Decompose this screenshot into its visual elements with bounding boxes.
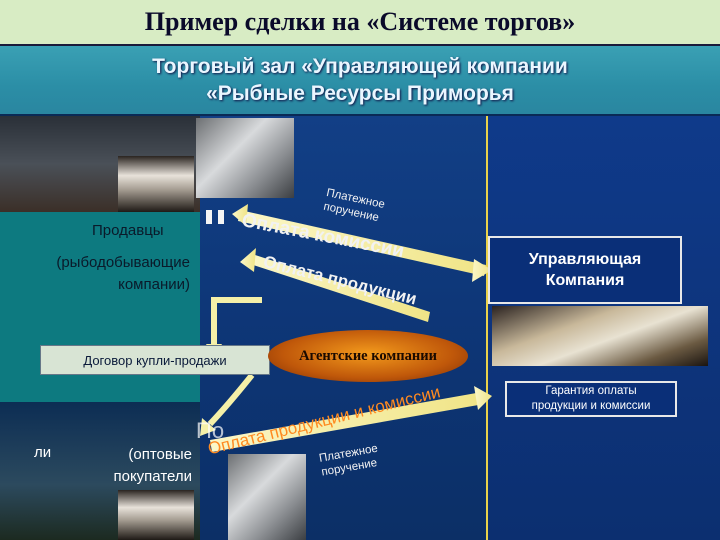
contract-buyer-arrow xyxy=(200,373,255,436)
trading-hall-banner: Торговый зал «Управляющей компании «Рыбн… xyxy=(0,46,720,114)
books-photo xyxy=(492,306,708,366)
commission-arrow xyxy=(232,204,492,282)
sellers-title: Продавцы xyxy=(92,222,164,239)
guarantee-line-1: Гарантия оплаты xyxy=(545,385,637,397)
banner-line-1: Торговый зал «Управляющей компании xyxy=(152,55,568,78)
banner-line-2: «Рыбные Ресурсы Приморья xyxy=(206,82,514,105)
slide-title: Пример сделки на «Системе торгов» xyxy=(144,7,576,36)
sellers-subtitle-line-1: (рыбодобывающие xyxy=(56,254,190,271)
buyers-overflow-text: По xyxy=(196,418,225,443)
sellers-subtitle-line-2: компании) xyxy=(118,276,190,293)
buyers-subtitle: (оптовые покупатели xyxy=(88,444,192,488)
signing-document-photo-top xyxy=(196,118,294,198)
buyers-subtitle-line-2: покупатели xyxy=(113,468,192,485)
sellers-subtitle: (рыбодобывающие компании) xyxy=(20,252,190,296)
contract-box: Договор купли-продажи xyxy=(40,345,270,375)
title-bar: Пример сделки на «Системе торгов» xyxy=(0,0,720,46)
buyers-prefix: ли xyxy=(34,444,52,461)
guarantee-box: Гарантия оплаты продукции и комиссии xyxy=(505,381,677,417)
businessman-photo-bottom xyxy=(118,490,194,540)
guarantee-line-2: продукции и комиссии xyxy=(531,400,651,412)
signing-document-photo-bottom xyxy=(228,454,306,540)
businessman-photo-top xyxy=(118,156,194,212)
management-company-box: Управляющая Компания xyxy=(488,236,682,304)
buyer-payment-arrow xyxy=(210,386,492,452)
agent-companies-oval: Агентские компании xyxy=(268,330,468,382)
management-line-1: Управляющая xyxy=(528,251,642,268)
product-payment-arrow xyxy=(240,248,430,322)
management-line-2: Компания xyxy=(545,272,625,289)
buyers-subtitle-line-1: (оптовые xyxy=(128,446,192,463)
